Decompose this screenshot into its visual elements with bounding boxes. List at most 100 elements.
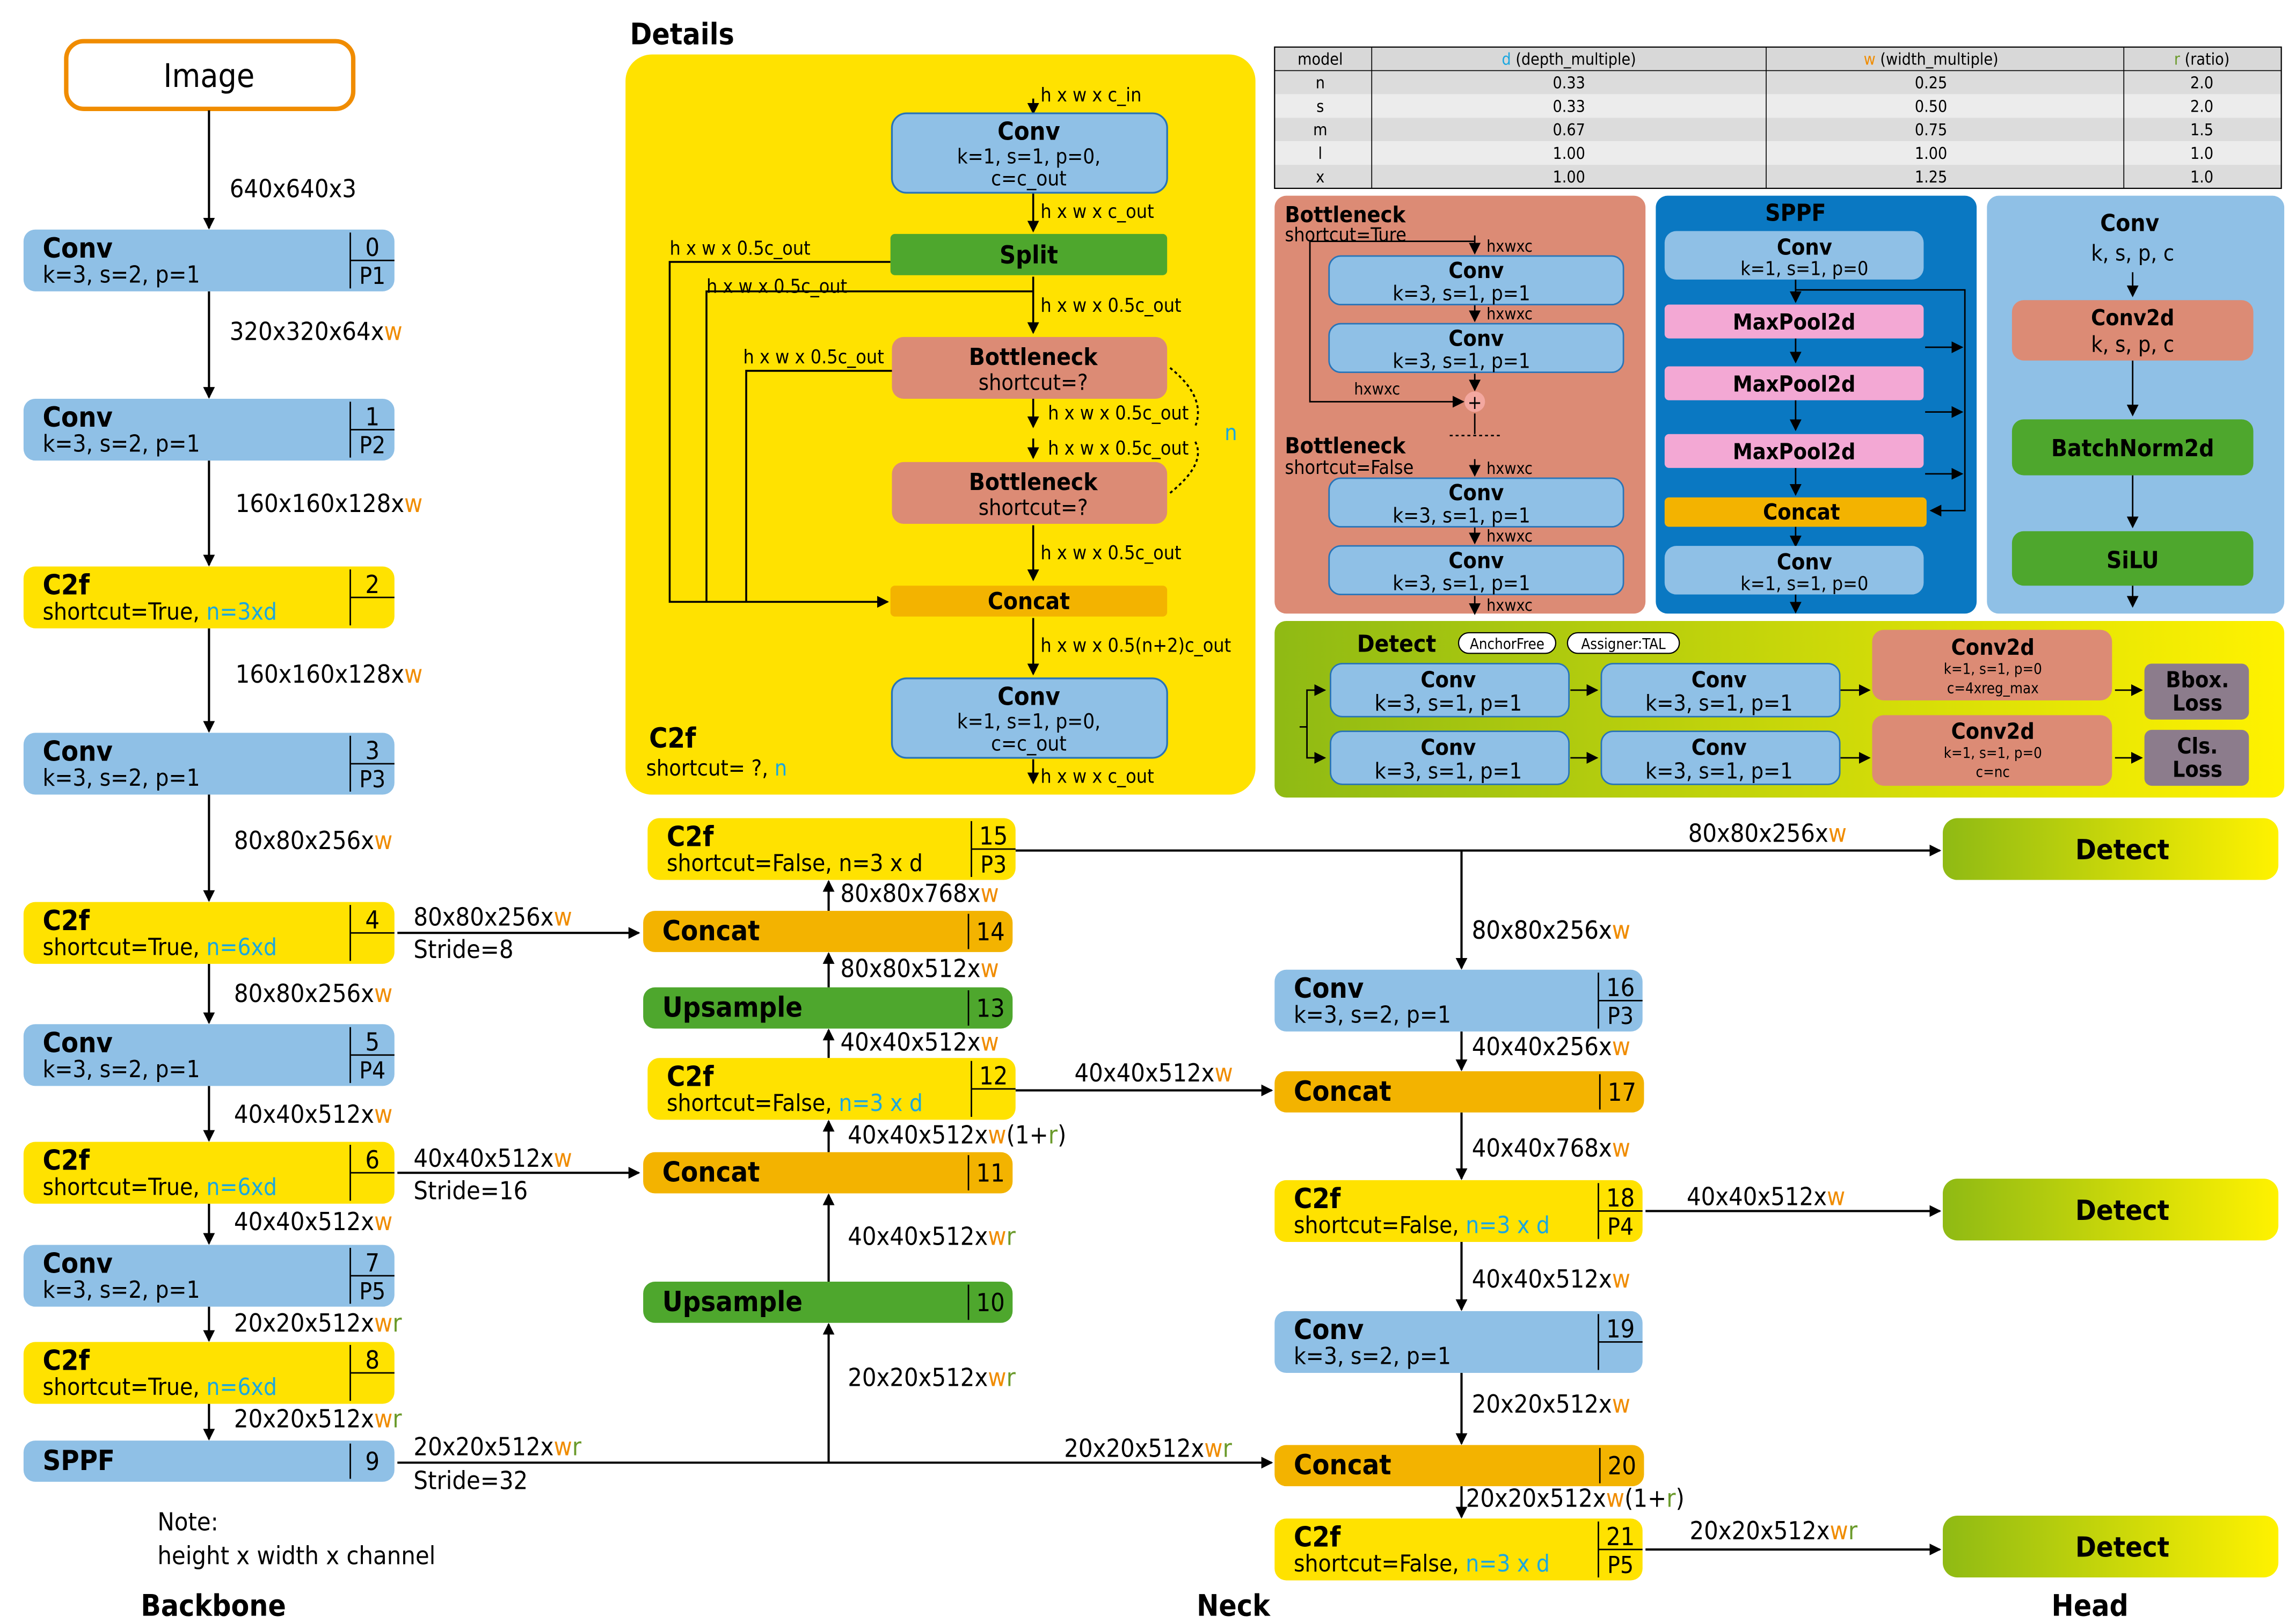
svg-text:Loss: Loss	[2173, 757, 2222, 783]
edge-label-e10: 20x20x512xwr	[234, 1404, 402, 1433]
node-index: 5	[365, 1028, 380, 1057]
svg-text:shortcut=?: shortcut=?	[979, 495, 1088, 521]
c2f-detail-panel: h x w x c_in Conv k=1, s=1, p=0, c=c_out…	[625, 54, 1256, 795]
svg-text:hxwxc: hxwxc	[1486, 459, 1533, 478]
table-cell: 0.25	[1915, 74, 1947, 93]
node-title: C2f	[43, 1345, 90, 1377]
svg-text:h x w x c_out: h x w x c_out	[1040, 766, 1154, 788]
svg-text:Assigner:TAL: Assigner:TAL	[1581, 636, 1666, 653]
edge-label-s9b: Stride=32	[413, 1466, 528, 1495]
table-cell: 1.0	[2190, 168, 2213, 187]
edge-label-n5: 80x80x512xw	[841, 954, 999, 983]
svg-text:Bbox.: Bbox.	[2166, 667, 2229, 692]
edge-label-h7: 20x20x512xw	[1472, 1390, 1630, 1419]
svg-text:k=3, s=1, p=1: k=3, s=1, p=1	[1393, 281, 1530, 305]
node-index: 4	[365, 905, 380, 934]
table-cell: 0.33	[1552, 97, 1585, 116]
image-input-box	[64, 39, 356, 111]
svg-text:BatchNorm2d: BatchNorm2d	[2051, 435, 2214, 462]
svg-text:k=3, s=1, p=1: k=3, s=1, p=1	[1645, 690, 1793, 716]
svg-text:k, s, p, c: k, s, p, c	[2091, 240, 2174, 266]
table-cell: 1.0	[2190, 144, 2213, 163]
node-title: Conv	[1294, 1314, 1364, 1346]
svg-text:c=nc: c=nc	[1976, 764, 2010, 781]
svg-text:Conv: Conv	[1448, 258, 1504, 283]
svg-text:k=3, s=1, p=1: k=3, s=1, p=1	[1374, 690, 1522, 716]
node-index: 19	[1606, 1314, 1635, 1343]
edge-label-n4: 40x40x512xw	[841, 1028, 999, 1057]
svg-text:Conv2d: Conv2d	[2091, 305, 2174, 331]
table-cell: 1.5	[2190, 121, 2213, 140]
node-title: Concat	[662, 915, 760, 947]
svg-text:Conv: Conv	[997, 116, 1060, 145]
node-title: Conv	[1294, 973, 1364, 1005]
svg-text:shortcut= ?, n: shortcut= ?, n	[646, 755, 788, 781]
node-title: Conv	[43, 401, 113, 434]
node-level-tag: P4	[359, 1057, 385, 1085]
table-header: model	[1298, 50, 1343, 69]
node-index: 11	[976, 1159, 1004, 1188]
svg-text:AnchorFree: AnchorFree	[1470, 636, 1544, 653]
node-index: 21	[1606, 1522, 1635, 1551]
node-index: 18	[1606, 1183, 1635, 1212]
table-cell: s	[1316, 97, 1324, 116]
svg-text:Conv: Conv	[1692, 667, 1747, 692]
conv-detail-panel: Conv k, s, p, c Conv2d k, s, p, c BatchN…	[1987, 195, 2285, 614]
edge-label-n1: 20x20x512xwr	[848, 1363, 1016, 1392]
edge-label-n7: 80x80x256xw	[1472, 916, 1630, 945]
node-level-tag: P3	[359, 766, 385, 793]
node-index: 20	[1608, 1451, 1636, 1480]
svg-text:h x w x 0.5c_out: h x w x 0.5c_out	[1040, 542, 1181, 564]
node-index: 9	[365, 1447, 380, 1476]
node-title: C2f	[43, 905, 90, 937]
svg-text:Bottleneck: Bottleneck	[1285, 202, 1406, 228]
node-index: 1	[365, 402, 380, 431]
svg-text:Conv: Conv	[1692, 734, 1747, 760]
edge-labels-layer: 640x640x3320x320x64xw160x160x128xw160x16…	[230, 174, 1858, 1545]
edge-label-e8: 40x40x512xw	[234, 1207, 392, 1236]
svg-text:Conv: Conv	[1777, 234, 1832, 260]
node-params: k=3, s=2, p=1	[1294, 1001, 1451, 1028]
svg-text:Detect: Detect	[1357, 631, 1436, 658]
edge-label-h4: 40x40x768xw	[1472, 1134, 1630, 1163]
svg-text:hxwxc: hxwxc	[1486, 527, 1533, 546]
svg-text:MaxPool2d: MaxPool2d	[1733, 371, 1855, 397]
node-params: shortcut=True, n=6xd	[43, 933, 277, 961]
svg-text:h x w x 0.5c_out: h x w x 0.5c_out	[1048, 437, 1189, 459]
detect-head-p4: Detect	[1943, 1179, 2279, 1241]
table-header: r (ratio)	[2174, 50, 2229, 69]
node-index: 12	[979, 1062, 1008, 1091]
table-cell: n	[1316, 74, 1325, 93]
node-index: 8	[365, 1346, 380, 1375]
node-title: C2f	[667, 1061, 714, 1093]
node-title: Concat	[1294, 1076, 1391, 1108]
svg-text:k=3, s=1, p=1: k=3, s=1, p=1	[1645, 758, 1793, 784]
svg-text:n: n	[1224, 420, 1237, 445]
edge-label-e5: 80x80x256xw	[234, 826, 392, 855]
table-cell: 1.00	[1552, 144, 1585, 163]
edge-label-h1: 80x80x256xw	[1688, 818, 1847, 847]
table-cell: 1.00	[1552, 168, 1585, 187]
svg-text:h x w x 0.5c_out: h x w x 0.5c_out	[744, 346, 884, 368]
table-cell: 1.25	[1915, 168, 1947, 187]
svg-text:c=4xreg_max: c=4xreg_max	[1947, 680, 2039, 697]
node-params: shortcut=True, n=3xd	[43, 598, 277, 625]
svg-text:MaxPool2d: MaxPool2d	[1733, 438, 1855, 464]
node-level-tag: P3	[1607, 1003, 1634, 1030]
note-line-2: height x width x channel	[157, 1541, 435, 1570]
edge-label-h2: 80x80x256xw	[1472, 916, 1630, 945]
